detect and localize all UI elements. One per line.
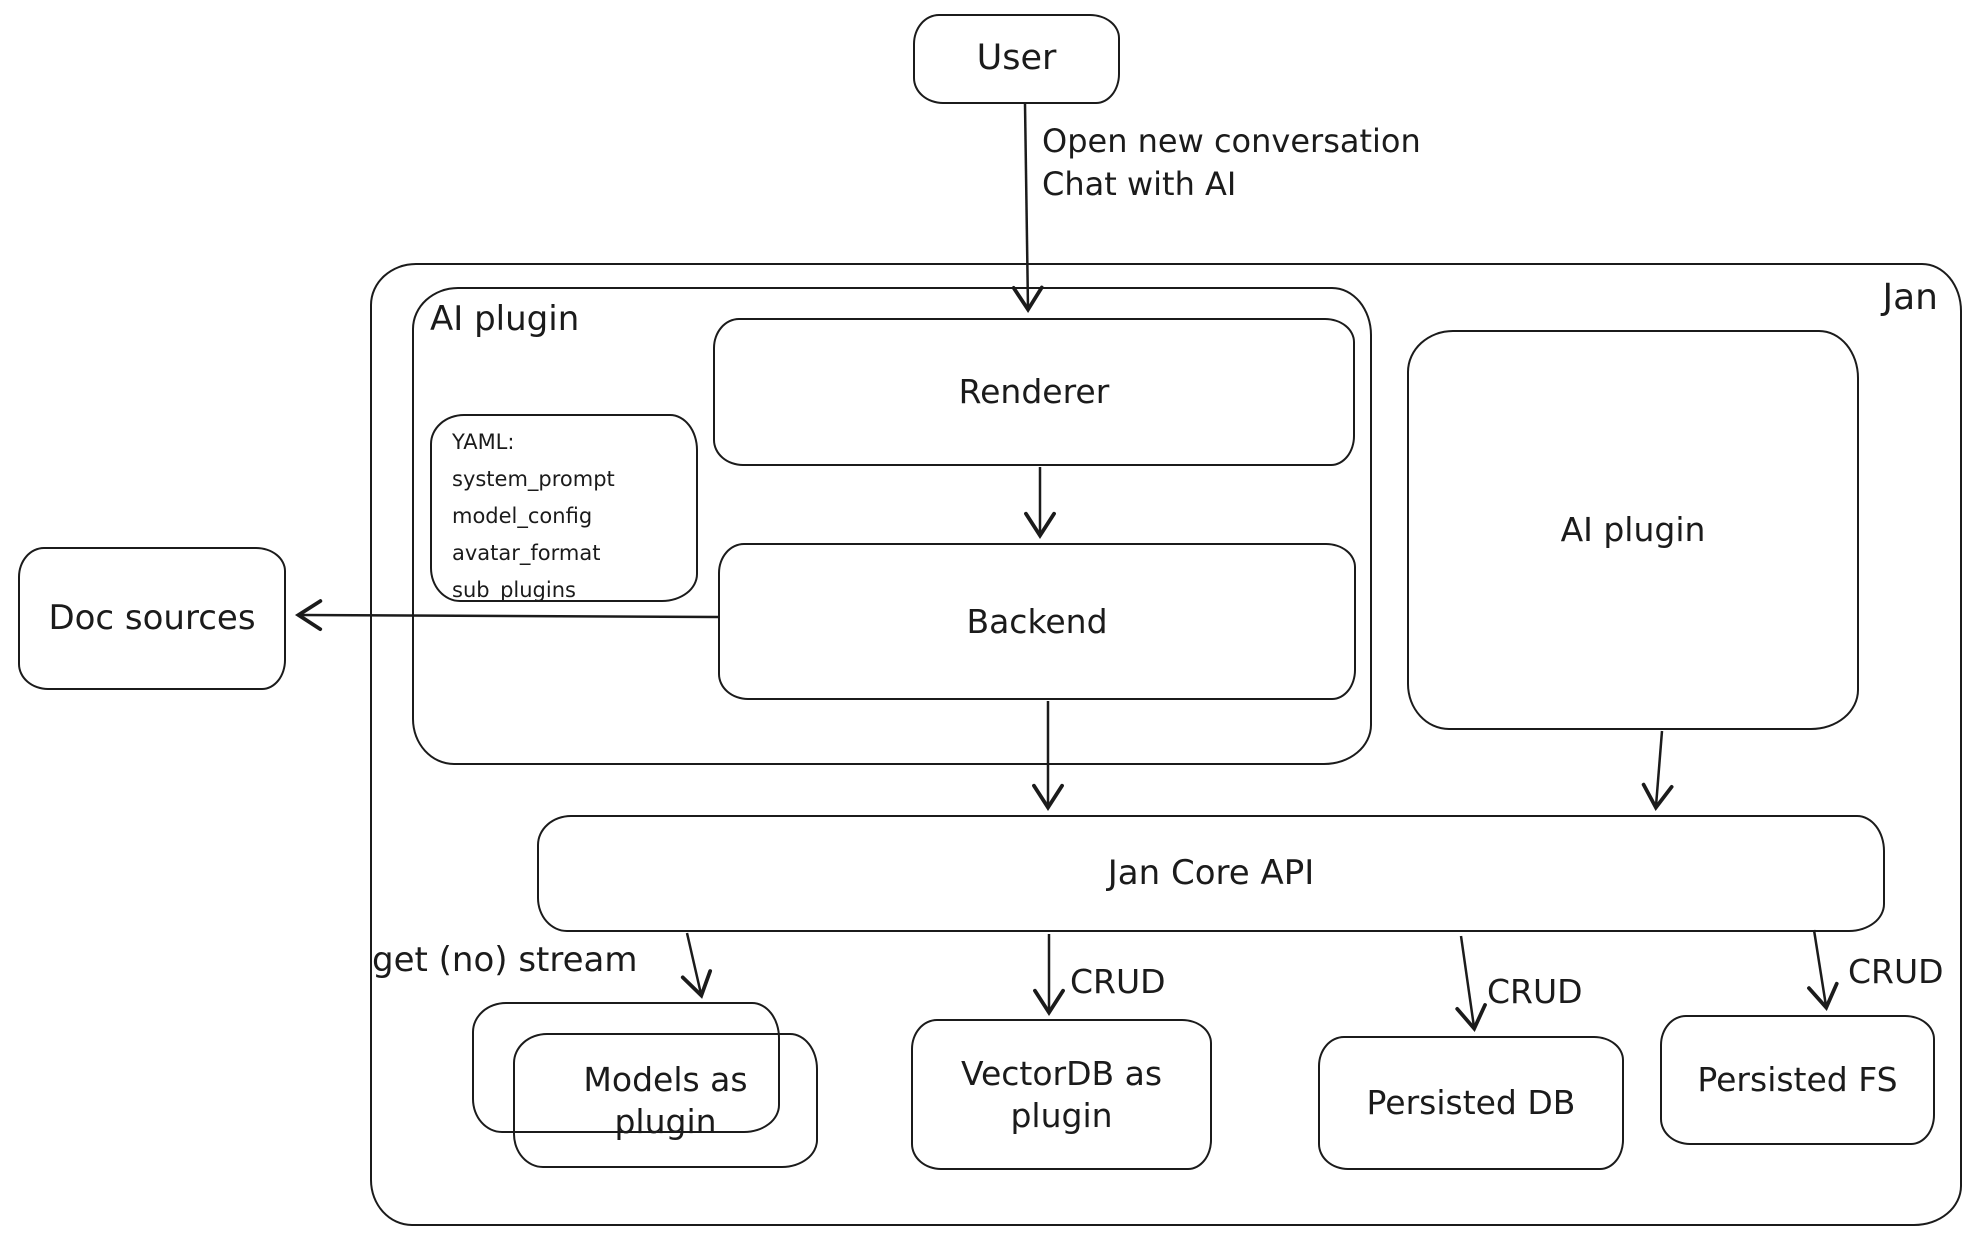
models-as-plugin-node-label: Models as plugin: [583, 1060, 748, 1141]
edge-label-line: Open new conversation: [1042, 122, 1421, 160]
yaml-note: YAML: system_prompt model_config avatar_…: [430, 414, 698, 602]
edge-label-line: Chat with AI: [1042, 165, 1237, 203]
edge-label-crud-vectordb: CRUD: [1070, 962, 1166, 1001]
edge-label-crud-persisted-db: CRUD: [1487, 972, 1583, 1011]
vectordb-node-label: VectorDB as plugin: [960, 1054, 1163, 1135]
edge-label-get-no-stream: get (no) stream: [372, 940, 638, 980]
persisted-db-node-label: Persisted DB: [1366, 1083, 1576, 1123]
ai-plugin-container: AI plugin: [412, 287, 1372, 765]
edge-label-user-to-renderer: Open new conversation Chat with AI: [1042, 120, 1421, 206]
jan-container-label: Jan: [1882, 277, 1939, 318]
yaml-note-line: sub_plugins: [452, 578, 576, 602]
models-as-plugin-node: Models as plugin: [513, 1033, 818, 1168]
user-node: User: [913, 14, 1120, 104]
ai-plugin-node-label: AI plugin: [1560, 510, 1706, 550]
renderer-node: Renderer: [713, 318, 1355, 466]
backend-node-label: Backend: [966, 601, 1108, 641]
jan-container: Jan: [370, 263, 1962, 1226]
persisted-fs-node-label: Persisted FS: [1697, 1060, 1898, 1100]
persisted-db-node: Persisted DB: [1318, 1036, 1624, 1170]
vectordb-node: VectorDB as plugin: [911, 1019, 1212, 1170]
jan-core-api-node-label: Jan Core API: [1107, 853, 1315, 894]
backend-node: Backend: [718, 543, 1356, 700]
user-node-label: User: [976, 38, 1057, 79]
edge-label-crud-persisted-fs: CRUD: [1848, 952, 1944, 991]
jan-core-api-node: Jan Core API: [537, 815, 1885, 932]
yaml-note-line: YAML:: [452, 430, 515, 454]
yaml-note-line: avatar_format: [452, 541, 601, 565]
renderer-node-label: Renderer: [958, 372, 1110, 412]
doc-sources-node: Doc sources: [18, 547, 286, 690]
doc-sources-node-label: Doc sources: [48, 598, 256, 639]
persisted-fs-node: Persisted FS: [1660, 1015, 1935, 1145]
models-as-plugin-back-box: [472, 1002, 780, 1133]
ai-plugin-node: AI plugin: [1407, 330, 1859, 730]
ai-plugin-container-label: AI plugin: [430, 299, 580, 339]
yaml-note-line: model_config: [452, 504, 593, 528]
yaml-note-line: system_prompt: [452, 467, 615, 491]
